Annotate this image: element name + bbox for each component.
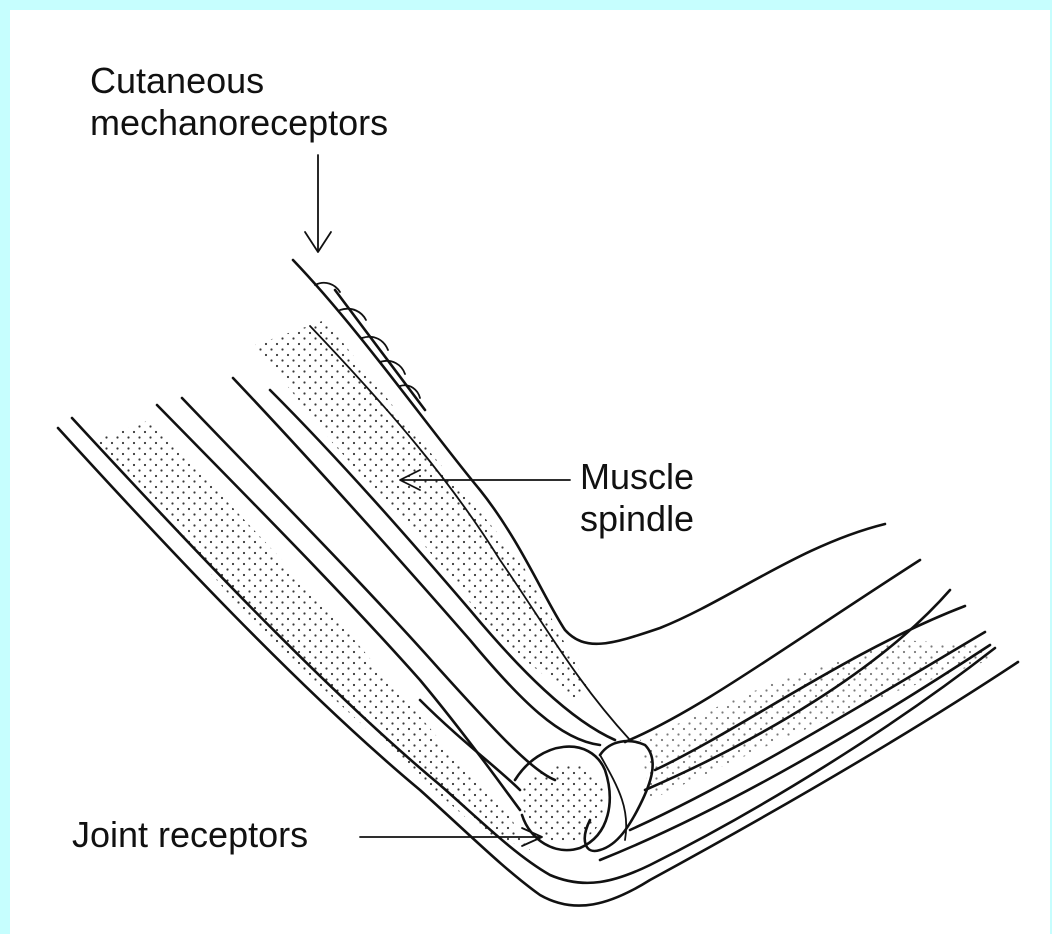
cutaneous-label-line1: Cutaneous bbox=[90, 60, 388, 102]
muscle-label-line1: Muscle bbox=[580, 456, 694, 498]
humerus-end-stipple bbox=[520, 765, 605, 844]
muscle-label-line2: spindle bbox=[580, 498, 694, 540]
joint-receptors-label: Joint receptors bbox=[72, 814, 308, 856]
cutaneous-mechanoreceptors-label: Cutaneous mechanoreceptors bbox=[90, 60, 388, 144]
cutaneous-label-line2: mechanoreceptors bbox=[90, 102, 388, 144]
cutaneous-pointer-arrow bbox=[305, 155, 331, 252]
forearm-bone-stipple bbox=[640, 640, 990, 800]
muscle-boundary-3 bbox=[157, 405, 520, 810]
muscle-spindle-label: Muscle spindle bbox=[580, 456, 694, 540]
